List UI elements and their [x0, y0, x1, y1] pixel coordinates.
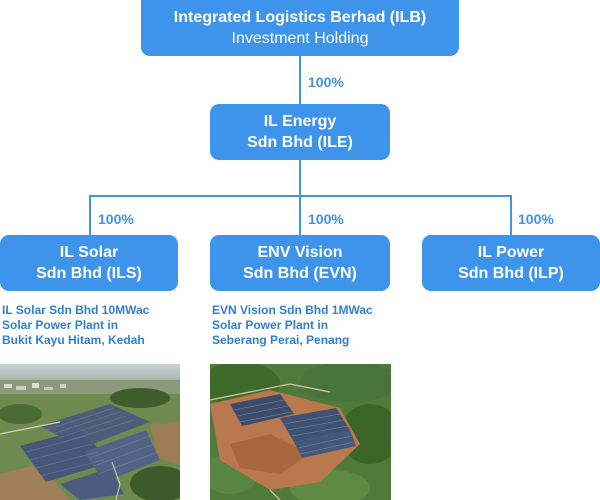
- evn-solar-plant-image: [210, 364, 391, 500]
- evn-caption: EVN Vision Sdn Bhd 1MWac Solar Power Pla…: [212, 303, 373, 348]
- ilb-node: Integrated Logistics Berhad (ILB) Invest…: [141, 0, 459, 56]
- ils-caption-line: Bukit Kayu Hitam, Kedah: [2, 333, 145, 347]
- evn-solar-plant-photo: [210, 364, 391, 500]
- connector-ilb-ile: [299, 56, 301, 104]
- evn-caption-line: Seberang Perai, Penang: [212, 333, 350, 347]
- evn-line1: ENV Vision: [257, 244, 343, 261]
- ils-caption-line: IL Solar Sdn Bhd 10MWac: [2, 303, 150, 317]
- connector-ilp: [510, 195, 512, 235]
- ils-caption: IL Solar Sdn Bhd 10MWac Solar Power Plan…: [2, 303, 149, 348]
- connector-ils: [89, 195, 91, 235]
- connector-evn: [299, 195, 301, 235]
- ils-line2: Sdn Bhd (ILS): [36, 265, 142, 282]
- ils-solar-plant-photo: [0, 364, 180, 500]
- ilb-description: Investment Holding: [231, 30, 369, 47]
- ils-node: IL Solar Sdn Bhd (ILS): [0, 235, 178, 291]
- connector-ile-down: [299, 160, 301, 196]
- ile-node: IL Energy Sdn Bhd (ILE): [210, 104, 390, 160]
- ownership-ils: 100%: [98, 211, 134, 227]
- ile-line2: Sdn Bhd (ILE): [247, 134, 353, 151]
- evn-caption-line: EVN Vision Sdn Bhd 1MWac: [212, 303, 373, 317]
- connector-horizontal: [90, 195, 512, 197]
- evn-caption-line: Solar Power Plant in: [212, 318, 329, 332]
- ile-line1: IL Energy: [263, 113, 337, 130]
- ownership-evn: 100%: [308, 211, 344, 227]
- ownership-ilp: 100%: [518, 211, 554, 227]
- ilb-name: Integrated Logistics Berhad (ILB): [173, 9, 427, 26]
- ilp-node: IL Power Sdn Bhd (ILP): [422, 235, 600, 291]
- ils-line1: IL Solar: [59, 244, 119, 261]
- ownership-ilb-ile: 100%: [308, 74, 344, 90]
- ilp-line1: IL Power: [477, 244, 545, 261]
- evn-node: ENV Vision Sdn Bhd (EVN): [210, 235, 390, 291]
- evn-line2: Sdn Bhd (EVN): [243, 265, 357, 282]
- ilp-line2: Sdn Bhd (ILP): [458, 265, 564, 282]
- ils-solar-plant-image: [0, 364, 180, 500]
- ils-caption-line: Solar Power Plant in: [2, 318, 119, 332]
